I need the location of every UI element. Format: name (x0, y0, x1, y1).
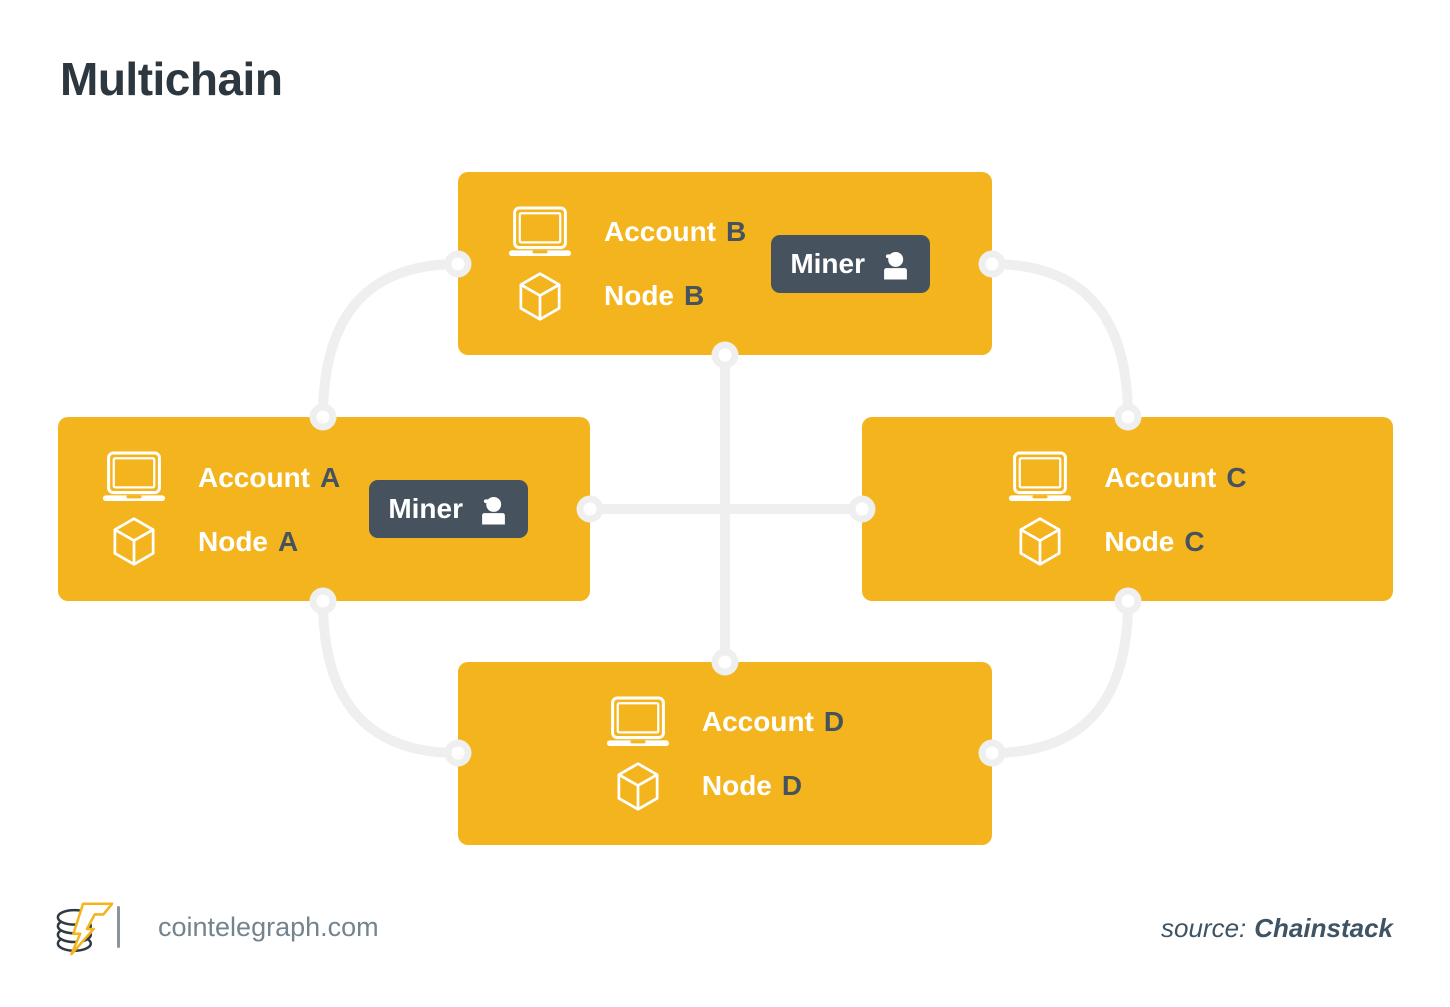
node-letter: C (1184, 525, 1205, 557)
node-label-a: Node A (198, 526, 298, 558)
account-letter: B (726, 216, 747, 247)
node-label-d: Node D (702, 770, 802, 802)
account-word: Account (198, 461, 310, 493)
node-letter: D (781, 770, 803, 801)
account-word: Account (701, 706, 814, 737)
laptop-icon (508, 206, 572, 256)
account-word: Account (1104, 461, 1217, 493)
miner-badge-label: Miner (790, 247, 865, 279)
miner-badge-label: Miner (388, 493, 463, 524)
account-letter: A (320, 461, 341, 493)
node-word: Node (198, 525, 268, 557)
account-label-c: Account C (1104, 462, 1246, 494)
account-label-a: Account A (198, 462, 340, 494)
miner-badge-a: Miner (369, 480, 528, 538)
connector-curve-b-c (987, 259, 1133, 422)
source-name: Chainstack (1254, 913, 1393, 943)
node-label-c: Node C (1104, 526, 1204, 558)
footer-site-url: cointelegraph.com (158, 912, 379, 942)
account-label-d: Account D (702, 706, 844, 738)
source-prefix: source: (1161, 913, 1247, 943)
connector-curve-a-b (318, 259, 463, 422)
cointelegraph-logo (56, 902, 114, 956)
miner-person-icon (884, 251, 907, 279)
account-letter: D (823, 706, 845, 737)
footer-source: source:Chainstack (1161, 913, 1393, 944)
laptop-icon (606, 696, 669, 746)
laptop-icon (1009, 451, 1072, 502)
cube-icon (617, 761, 659, 811)
account-word: Account (604, 216, 716, 247)
node-word: Node (1104, 525, 1175, 557)
node-letter: B (684, 280, 705, 311)
account-label-b: Account B (604, 216, 746, 248)
miner-person-icon (482, 496, 505, 525)
node-letter: A (278, 525, 299, 557)
account-letter: C (1226, 461, 1247, 493)
node-label-b: Node B (604, 280, 704, 312)
node-word: Node (701, 770, 772, 801)
page-title: Multichain (60, 53, 283, 105)
connector-curve-c-d (987, 596, 1133, 758)
connector-curve-a-d (318, 596, 463, 758)
node-word: Node (604, 280, 674, 311)
cube-icon (113, 517, 155, 566)
cube-icon (1019, 517, 1061, 566)
footer-divider (117, 906, 120, 948)
laptop-icon (102, 451, 166, 502)
miner-badge-b: Miner (771, 234, 930, 293)
cube-icon (519, 271, 561, 321)
lightning-bolt-icon (70, 902, 114, 956)
